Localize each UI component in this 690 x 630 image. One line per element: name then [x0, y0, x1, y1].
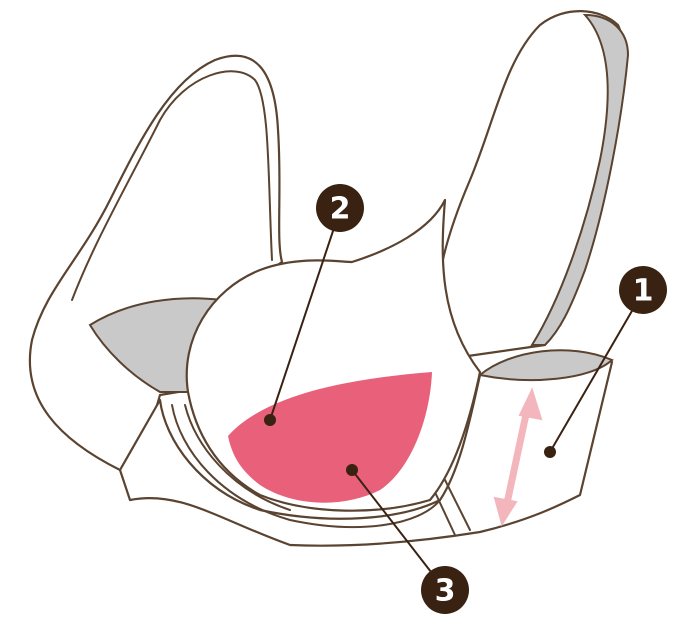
highlight-area — [228, 372, 432, 503]
callout-number: 2 — [330, 192, 351, 227]
adjust-arrow — [493, 387, 543, 527]
underwire — [171, 404, 441, 529]
callout-1: 1 — [544, 266, 667, 458]
callout-number: 1 — [633, 274, 654, 309]
left-strap-inner — [71, 70, 273, 301]
left-strap — [28, 54, 284, 472]
callout-3: 3 — [346, 464, 469, 614]
right-strap-lining — [530, 13, 630, 346]
right-lining — [477, 349, 614, 381]
callout-2: 2 — [264, 184, 364, 426]
callout-number: 3 — [435, 574, 456, 609]
